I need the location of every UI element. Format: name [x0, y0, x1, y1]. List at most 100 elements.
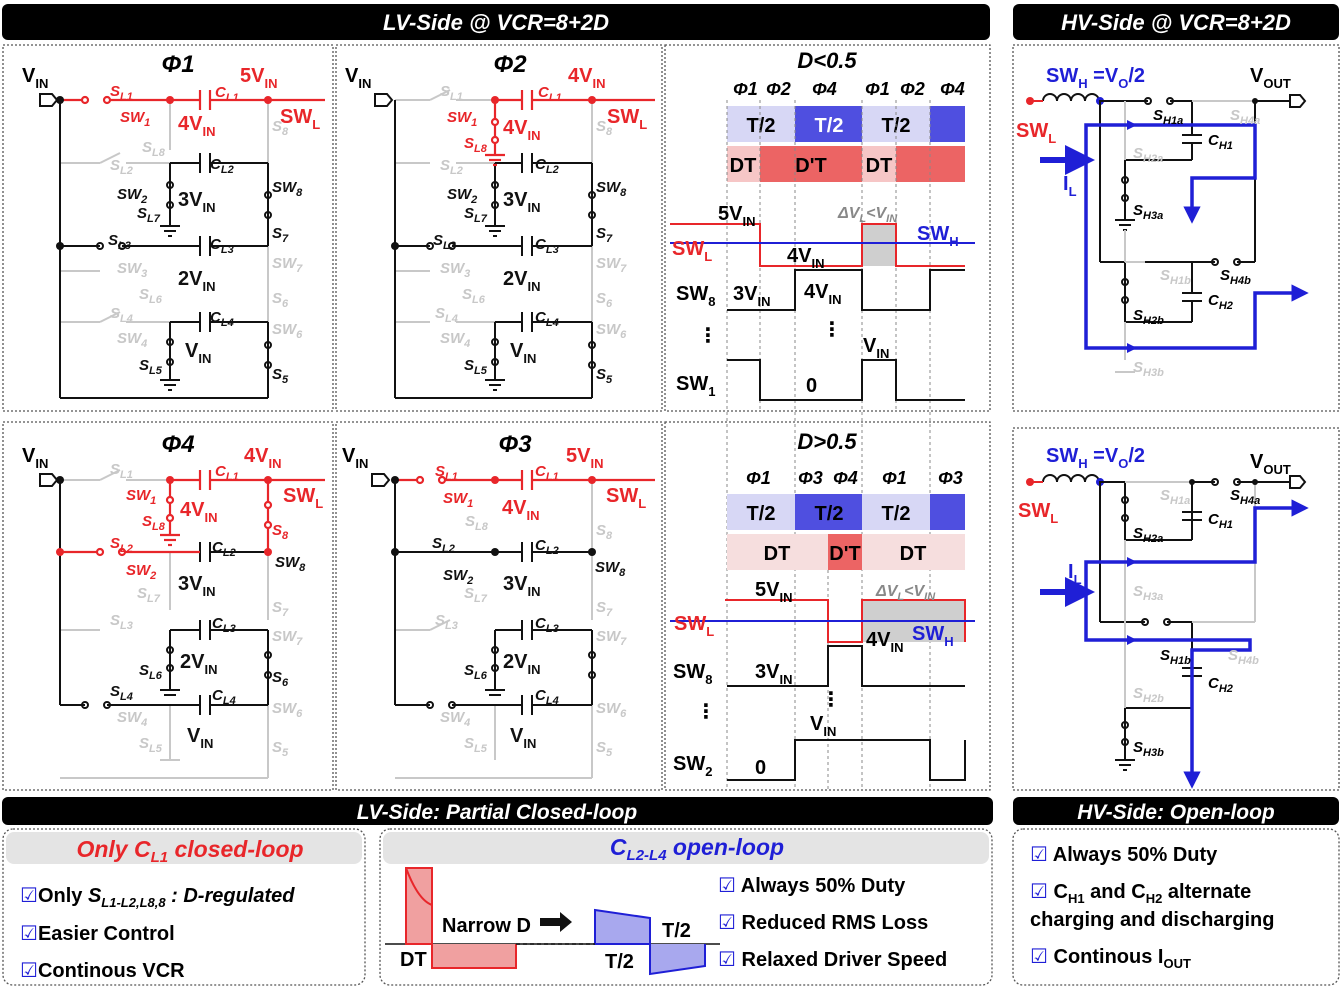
- svg-text:VIN: VIN: [22, 65, 48, 91]
- svg-text:SW4: SW4: [117, 330, 147, 350]
- svg-text:DT: DT: [764, 543, 791, 565]
- svg-text:SW2: SW2: [126, 562, 156, 582]
- svg-text:CH2: CH2: [1208, 292, 1233, 312]
- svg-text:VIN: VIN: [510, 340, 536, 366]
- timing-top-title: D<0.5: [797, 48, 857, 73]
- svg-text:SW8: SW8: [673, 661, 712, 687]
- svg-text:ΔVL<VIN: ΔVL<VIN: [875, 583, 936, 603]
- svg-text:VOUT: VOUT: [1250, 451, 1291, 477]
- svg-text:S7: S7: [596, 225, 613, 245]
- svg-text:CH2: CH2: [1208, 675, 1233, 695]
- svg-text:SWH: SWH: [917, 223, 959, 249]
- svg-text:SW2: SW2: [673, 753, 712, 779]
- svg-text:5VIN: 5VIN: [566, 445, 603, 471]
- svg-text:SL5: SL5: [464, 357, 488, 377]
- svg-text:⋮: ⋮: [821, 689, 841, 711]
- svg-text:4VIN: 4VIN: [178, 113, 215, 139]
- svg-text:SW7: SW7: [596, 255, 627, 275]
- svg-text:4VIN: 4VIN: [804, 281, 841, 307]
- svg-text:4VIN: 4VIN: [180, 499, 217, 525]
- svg-text:T/2: T/2: [747, 503, 776, 525]
- svg-text:SL8: SL8: [142, 139, 166, 159]
- svg-text:SWH =VO/2: SWH =VO/2: [1046, 445, 1145, 471]
- svg-text:2VIN: 2VIN: [503, 268, 540, 294]
- svg-text:VIN: VIN: [22, 445, 48, 471]
- svg-text:SL6: SL6: [462, 286, 486, 306]
- svg-text:Φ3: Φ3: [798, 468, 823, 488]
- svg-text:S5: S5: [272, 739, 289, 759]
- svg-text:SW6: SW6: [596, 321, 627, 341]
- svg-text:T/2: T/2: [882, 503, 911, 525]
- svg-text:SL3: SL3: [433, 232, 456, 252]
- svg-text:SW1: SW1: [676, 373, 715, 399]
- svg-text:3VIN: 3VIN: [178, 189, 215, 215]
- svg-text:SL6: SL6: [139, 662, 163, 682]
- svg-text:CH1: CH1: [1208, 132, 1233, 152]
- svg-text:Φ1: Φ1: [733, 79, 758, 99]
- svg-text:Only CL1 closed-loop: Only CL1 closed-loop: [76, 836, 303, 866]
- svg-text:VIN: VIN: [510, 725, 536, 751]
- svg-text:VIN: VIN: [342, 445, 368, 471]
- svg-text:⋮: ⋮: [698, 325, 718, 347]
- svg-text:☑ Always 50% Duty: ☑ Always 50% Duty: [718, 875, 906, 897]
- svg-text:SL2: SL2: [110, 157, 133, 177]
- svg-text:SW1: SW1: [126, 487, 156, 507]
- svg-text:SWL: SWL: [607, 106, 647, 132]
- svg-text:Φ4: Φ4: [833, 468, 858, 488]
- svg-text:SL8: SL8: [465, 513, 489, 533]
- phase2-title: Φ2: [493, 51, 527, 78]
- svg-text:SL6: SL6: [464, 662, 488, 682]
- svg-text:SWL: SWL: [1018, 500, 1058, 526]
- hv-circuit-top: SWH =VO/2 VOUT SWL IL SH1a CH1 SH3a SH4b…: [1016, 65, 1309, 379]
- svg-text:⋮: ⋮: [822, 319, 842, 341]
- svg-text:5VIN: 5VIN: [755, 579, 792, 605]
- svg-text:VIN: VIN: [863, 335, 889, 361]
- phase3-title: Φ3: [498, 431, 532, 458]
- svg-text:☑ Relaxed Driver Speed: ☑ Relaxed Driver Speed: [718, 949, 947, 971]
- svg-text:SWH =VO/2: SWH =VO/2: [1046, 65, 1145, 91]
- svg-text:VIN: VIN: [345, 65, 371, 91]
- lv-header-title: LV-Side @ VCR=8+2D: [383, 10, 609, 35]
- hv-notes-box: ☑ Always 50% Duty ☑ CH1 and CH2 alternat…: [1012, 828, 1340, 986]
- timing-d-greater-half: D>0.5 Φ1 Φ3 Φ4 Φ1 Φ3 T/2 T/2 T/2 DT D'T …: [670, 429, 975, 790]
- svg-text:ΔVL<VIN: ΔVL<VIN: [837, 205, 898, 225]
- svg-text:SW4: SW4: [117, 709, 147, 729]
- lv-bottom-title: LV-Side: Partial Closed-loop: [357, 801, 638, 824]
- svg-text:SW3: SW3: [440, 260, 470, 280]
- svg-text:SH2b: SH2b: [1133, 685, 1164, 705]
- svg-text:DT: DT: [866, 155, 893, 177]
- svg-text:S7: S7: [272, 599, 289, 619]
- svg-text:SW7: SW7: [272, 628, 303, 648]
- svg-text:S5: S5: [596, 366, 613, 386]
- svg-text:SL4: SL4: [110, 305, 133, 325]
- svg-text:SWL: SWL: [672, 238, 712, 264]
- svg-text:SW1: SW1: [443, 490, 473, 510]
- svg-text:☑Only SL1-L2,L8,8 : D-regulate: ☑Only SL1-L2,L8,8 : D-regulated: [20, 885, 295, 910]
- svg-text:SW8: SW8: [596, 179, 627, 199]
- hv-circuit-bottom: SWH =VO/2 VOUT SWL IL SH4a CH1 SH2a SH1b…: [1018, 445, 1309, 789]
- timing-d-less-half: D<0.5 Φ1 Φ2 Φ4 Φ1 Φ2 Φ4 T/2 T/2 T/2 DT D…: [670, 48, 975, 790]
- svg-text:SL4: SL4: [435, 305, 458, 325]
- svg-text:T/2: T/2: [815, 115, 844, 137]
- svg-text:SW4: SW4: [440, 330, 470, 350]
- svg-text:SW6: SW6: [272, 321, 303, 341]
- svg-text:SL6: SL6: [139, 286, 163, 306]
- svg-text:CL3: CL3: [210, 236, 234, 256]
- svg-text:Narrow D: Narrow D: [442, 915, 531, 937]
- svg-text:CL3: CL3: [212, 615, 236, 635]
- svg-text:5VIN: 5VIN: [240, 65, 277, 91]
- svg-text:SH2a: SH2a: [1133, 525, 1163, 545]
- svg-text:Φ1: Φ1: [882, 468, 907, 488]
- svg-text:VIN: VIN: [810, 713, 836, 739]
- svg-text:SL5: SL5: [139, 357, 163, 377]
- svg-text:S8: S8: [272, 522, 289, 542]
- svg-text:CL2: CL2: [535, 156, 559, 176]
- phase1-title: Φ1: [161, 51, 194, 78]
- svg-text:SH1b: SH1b: [1160, 267, 1191, 287]
- svg-text:3VIN: 3VIN: [503, 573, 540, 599]
- svg-text:T/2: T/2: [662, 920, 691, 942]
- svg-text:3VIN: 3VIN: [755, 661, 792, 687]
- svg-text:SL7: SL7: [464, 585, 488, 605]
- svg-text:T/2: T/2: [747, 115, 776, 137]
- phase3-circuit: Φ3 SL8 SL7 SL3 SW4 SL5 S8 S7 SW7 SW6 S5: [342, 431, 655, 779]
